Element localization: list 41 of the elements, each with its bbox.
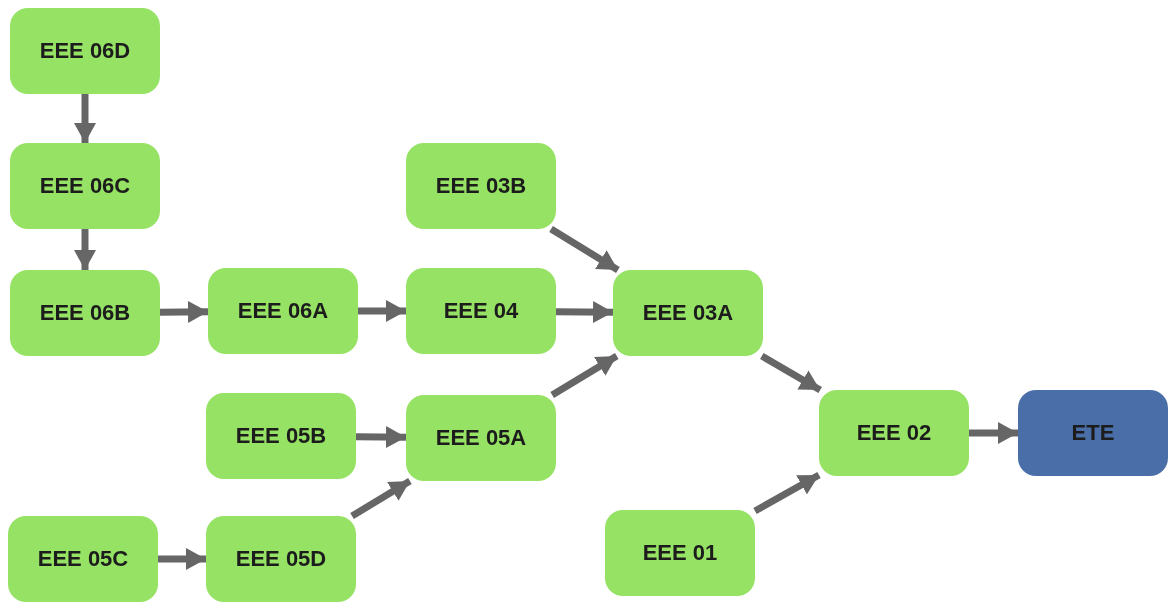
arrow — [555, 301, 614, 324]
box-label: EEE 03A — [642, 300, 734, 326]
process-box — [605, 510, 755, 596]
process-box — [10, 143, 160, 229]
arrow — [550, 353, 619, 398]
arrow — [350, 478, 412, 519]
process-box — [206, 516, 356, 602]
box-label: EEE 06D — [39, 38, 131, 64]
box-label: EEE 03B — [435, 173, 527, 199]
process-box — [406, 395, 556, 481]
arrow — [760, 352, 822, 394]
process-box — [8, 516, 158, 602]
arrow — [74, 94, 96, 143]
arrow — [753, 472, 821, 514]
arrow — [969, 422, 1018, 444]
box-label: EEE 06B — [39, 300, 131, 326]
box-label: ETE — [1071, 420, 1115, 446]
box-label: EEE 06C — [39, 173, 131, 199]
process-box — [10, 8, 160, 94]
arrow — [355, 426, 407, 449]
arrow — [158, 548, 206, 570]
box-label: EEE 06A — [237, 298, 329, 324]
process-box — [1018, 390, 1168, 476]
arrow — [358, 300, 406, 322]
process-box — [819, 390, 969, 476]
process-box — [613, 270, 763, 356]
process-box — [10, 270, 160, 356]
box-label: EEE 05A — [435, 425, 527, 451]
process-box — [406, 143, 556, 229]
box-label: EEE 02 — [856, 420, 932, 446]
arrow — [159, 300, 209, 323]
box-label: EEE 05D — [235, 546, 327, 572]
box-label: EEE 01 — [642, 540, 718, 566]
box-label: EEE 04 — [443, 298, 519, 324]
process-box — [208, 268, 358, 354]
arrow — [549, 226, 620, 273]
process-box — [406, 268, 556, 354]
box-label: EEE 05B — [235, 423, 327, 449]
box-label: EEE 05C — [37, 546, 129, 572]
arrow — [74, 229, 96, 270]
process-box — [206, 393, 356, 479]
